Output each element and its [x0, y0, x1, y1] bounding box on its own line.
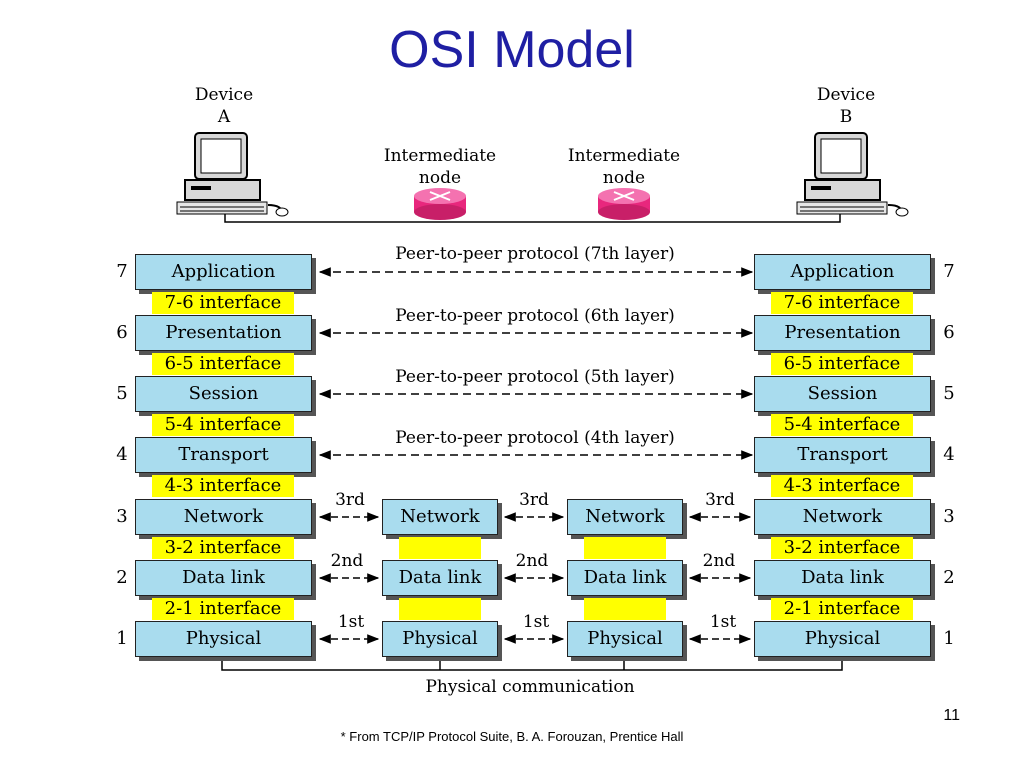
layer-box-network-a: Network: [135, 499, 312, 535]
hop-label-3rd: 3rd: [705, 490, 735, 510]
physical-communication-label: Physical communication: [425, 677, 635, 697]
device-b-line2: B: [839, 107, 853, 127]
layer-number: 6: [943, 322, 955, 343]
layer-box-data-link-a: Data link: [135, 560, 312, 596]
layer-number: 2: [943, 567, 955, 588]
page-number: 11: [943, 707, 960, 724]
interface-4-3-b: 4-3 interface: [771, 475, 913, 497]
layer-number: 6: [116, 322, 128, 343]
intermediate-node-2-label: Intermediate node: [564, 145, 684, 189]
device-a-line1: Device: [194, 85, 254, 105]
layer-box-network-n2: Network: [567, 499, 683, 535]
layer-box-session-a: Session: [135, 376, 312, 412]
interface-6-5-b: 6-5 interface: [771, 353, 913, 375]
interface-filler: [584, 537, 666, 559]
layer-number: 1: [116, 628, 128, 649]
hop-label-3rd: 3rd: [335, 490, 365, 510]
hop-label-1st: 1st: [337, 612, 365, 632]
page-title: OSI Model: [389, 21, 635, 79]
layer-box-data-link-n2: Data link: [567, 560, 683, 596]
interface-4-3-a: 4-3 interface: [152, 475, 294, 497]
router-1-icon: [414, 188, 466, 220]
device-b-line1: Device: [816, 85, 876, 105]
peer-protocol-4-label: Peer-to-peer protocol (4th layer): [395, 428, 675, 448]
interface-6-5-a: 6-5 interface: [152, 353, 294, 375]
intermediate-node-1-line2: node: [418, 168, 462, 188]
interface-3-2-b: 3-2 interface: [771, 537, 913, 559]
footnote: * From TCP/IP Protocol Suite, B. A. Foro…: [340, 729, 684, 744]
hop-label-2nd: 2nd: [330, 551, 364, 571]
layer-number: 5: [943, 383, 955, 404]
router-2-icon: [598, 188, 650, 220]
interface-filler: [399, 598, 481, 620]
layer-box-session-b: Session: [754, 376, 931, 412]
layer-box-physical-a: Physical: [135, 621, 312, 657]
hop-label-2nd: 2nd: [515, 551, 549, 571]
layer-box-physical-n1: Physical: [382, 621, 498, 657]
interface-3-2-a: 3-2 interface: [152, 537, 294, 559]
device-a-line2: A: [217, 107, 231, 127]
intermediate-node-1-label: Intermediate node: [380, 145, 500, 189]
hop-label-1st: 1st: [709, 612, 737, 632]
layer-box-transport-b: Transport: [754, 437, 931, 473]
layer-box-presentation-b: Presentation: [754, 315, 931, 351]
peer-protocol-5-label: Peer-to-peer protocol (5th layer): [395, 367, 675, 387]
layer-number: 4: [116, 444, 128, 465]
layer-box-application-a: Application: [135, 254, 312, 290]
layer-box-transport-a: Transport: [135, 437, 312, 473]
layer-number: 3: [943, 506, 955, 527]
device-b-label: Device B: [802, 84, 890, 128]
layer-number: 5: [116, 383, 128, 404]
peer-protocol-7-label: Peer-to-peer protocol (7th layer): [395, 244, 675, 264]
intermediate-node-2-line2: node: [602, 168, 646, 188]
interface-2-1-b: 2-1 interface: [771, 598, 913, 620]
intermediate-node-2-line1: Intermediate: [567, 146, 681, 166]
layer-number: 1: [943, 628, 955, 649]
layer-box-physical-n2: Physical: [567, 621, 683, 657]
peer-protocol-6-label: Peer-to-peer protocol (6th layer): [395, 306, 675, 326]
interface-filler: [399, 537, 481, 559]
layer-box-network-b: Network: [754, 499, 931, 535]
interface-filler: [584, 598, 666, 620]
interface-7-6-a: 7-6 interface: [152, 292, 294, 314]
layer-number: 3: [116, 506, 128, 527]
computer-b-icon: [796, 132, 909, 217]
interface-2-1-a: 2-1 interface: [152, 598, 294, 620]
computer-a-icon: [176, 132, 289, 217]
layer-box-data-link-b: Data link: [754, 560, 931, 596]
hop-label-3rd: 3rd: [519, 490, 549, 510]
interface-5-4-a: 5-4 interface: [152, 414, 294, 436]
layer-box-presentation-a: Presentation: [135, 315, 312, 351]
layer-box-application-b: Application: [754, 254, 931, 290]
hop-label-1st: 1st: [522, 612, 550, 632]
interface-5-4-b: 5-4 interface: [771, 414, 913, 436]
layer-number: 4: [943, 444, 955, 465]
intermediate-node-1-line1: Intermediate: [383, 146, 497, 166]
layer-box-data-link-n1: Data link: [382, 560, 498, 596]
layer-number: 7: [943, 261, 955, 282]
physical-communication-line: [221, 657, 843, 671]
hop-label-2nd: 2nd: [702, 551, 736, 571]
layer-number: 7: [116, 261, 128, 282]
device-a-label: Device A: [180, 84, 268, 128]
interface-7-6-b: 7-6 interface: [771, 292, 913, 314]
layer-box-network-n1: Network: [382, 499, 498, 535]
layer-box-physical-b: Physical: [754, 621, 931, 657]
layer-number: 2: [116, 567, 128, 588]
